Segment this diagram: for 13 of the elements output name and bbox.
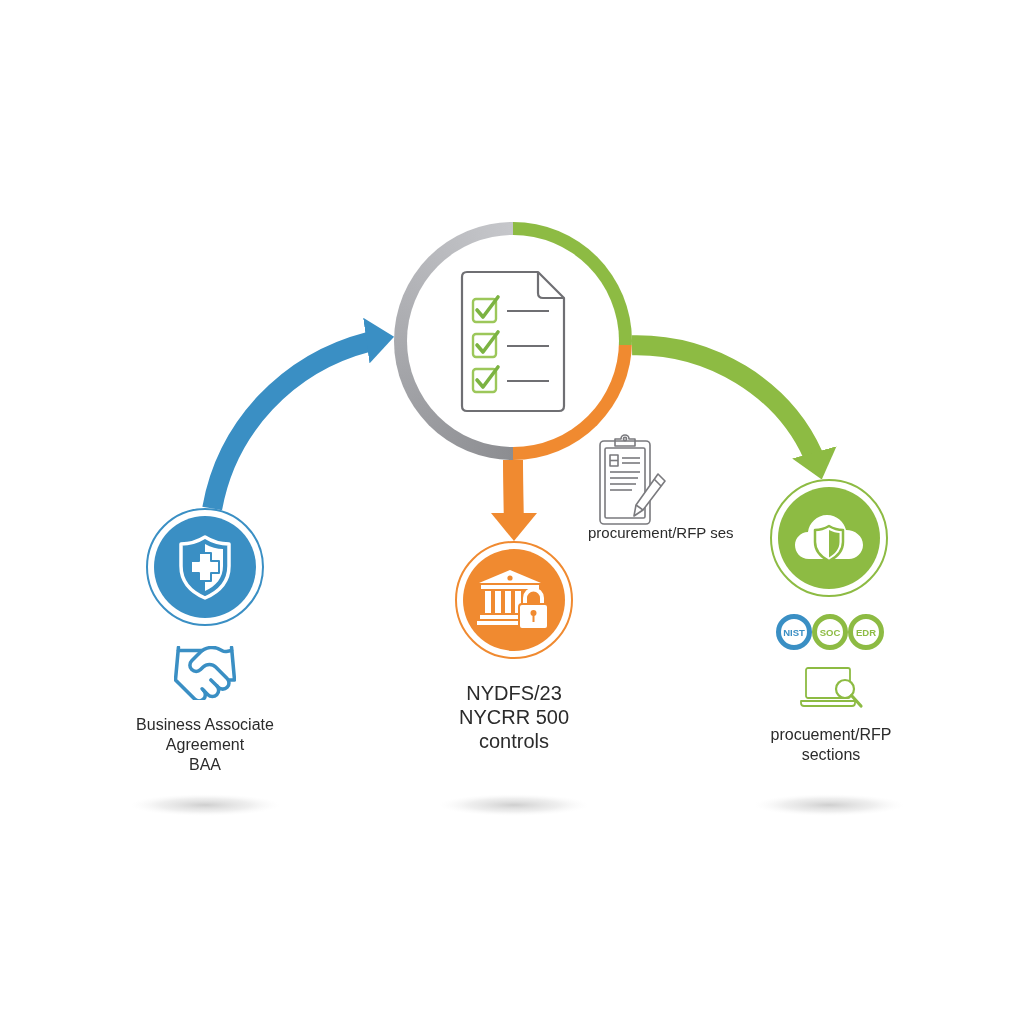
caption-text: Business Associate Agreement	[135, 715, 275, 755]
curved-arrow	[202, 319, 396, 511]
arrow	[490, 459, 537, 542]
label-text: procuement/RFP sections	[769, 725, 893, 765]
badge-circle	[776, 614, 812, 650]
caption-text: BAA	[189, 755, 221, 775]
badge-text: SOC	[819, 626, 841, 638]
label-text: procurement/RFP ses	[588, 524, 734, 542]
badge-circle	[848, 614, 884, 650]
badge-circle	[812, 614, 848, 650]
badge-text: NIST	[783, 626, 805, 638]
caption-text: NYDFS/23 NYCRR 500 controls	[457, 681, 570, 753]
badge-text: EDR	[855, 626, 877, 638]
